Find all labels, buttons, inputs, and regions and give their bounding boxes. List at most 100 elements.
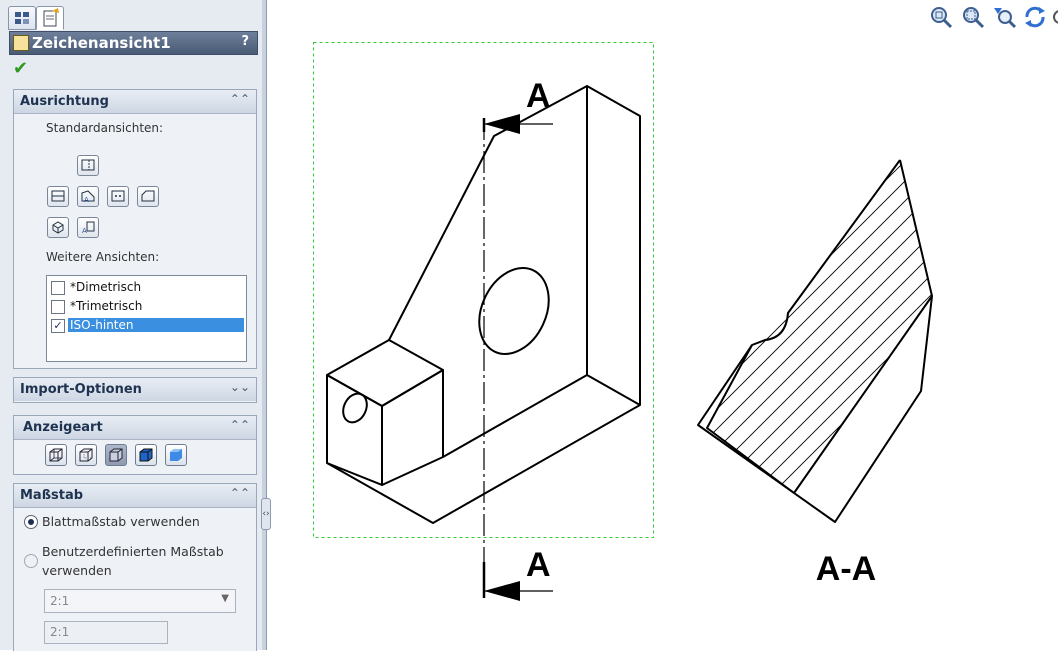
view-isometric-button[interactable] <box>47 217 69 238</box>
tab-property-manager[interactable] <box>36 6 64 30</box>
view-right-button[interactable] <box>107 186 129 207</box>
panel-collapse-handle[interactable]: ‹› <box>261 498 271 530</box>
panel-titlebar: Zeichenansicht1 ? <box>9 31 258 55</box>
chevron-down-icon: ▼ <box>221 593 229 604</box>
list-item[interactable]: *Dimetrisch <box>49 279 244 297</box>
panel-title: Zeichenansicht1 <box>32 34 171 52</box>
sheet-scale-label[interactable]: Blattmaßstab verwenden <box>42 514 200 529</box>
orientation-group: Ausrichtung ⌃⌃ Standardansichten: A A We… <box>13 89 257 369</box>
wireframe-button[interactable] <box>45 444 67 466</box>
svg-text:A: A <box>84 196 89 203</box>
list-item[interactable]: *Trimetrisch <box>49 298 244 316</box>
part-edge <box>586 374 641 406</box>
ok-button[interactable]: ✔ <box>13 58 29 79</box>
custom-scale-select[interactable]: 2:1 ▼ <box>44 589 236 613</box>
display-style-title: Anzeigeart <box>23 420 103 435</box>
custom-scale-label[interactable]: Benutzerdefinierten Maßstab <box>42 544 224 559</box>
hidden-lines-visible-button[interactable] <box>75 444 97 466</box>
scale-group: Maßstab ⌃⌃ Blattmaßstab verwenden Benutz… <box>13 483 257 651</box>
view-top-button[interactable]: A <box>77 186 99 207</box>
scale-group-header[interactable]: Maßstab ⌃⌃ <box>14 484 256 508</box>
section-view-label[interactable]: A-A <box>816 550 876 588</box>
drawing-view-boundary[interactable] <box>313 42 654 538</box>
orientation-group-header[interactable]: Ausrichtung ⌃⌃ <box>14 90 256 114</box>
collapse-chevron-icon[interactable]: ⌃⌃ <box>229 92 250 106</box>
section-view[interactable]: A-A <box>666 20 1026 640</box>
rotate-view-icon <box>1025 6 1045 28</box>
more-views-label: Weitere Ansichten: <box>46 250 160 264</box>
previous-view-icon <box>994 8 1017 29</box>
part-face <box>381 369 444 486</box>
drawing-sheet[interactable]: A A A-A <box>266 0 1058 650</box>
custom-scale-radio[interactable] <box>24 554 38 568</box>
right-view-icon <box>111 190 125 202</box>
small-hole <box>342 392 368 424</box>
isometric-part-view[interactable] <box>326 85 641 524</box>
section-arrow-bottom[interactable]: A <box>484 546 553 601</box>
drawing-view-icon <box>13 35 29 51</box>
part-outline <box>326 85 641 524</box>
list-item[interactable]: ✓ ISO-hinten <box>49 317 244 335</box>
help-button[interactable]: ? <box>241 34 249 49</box>
property-manager: Zeichenansicht1 ? ✔ Ausrichtung ⌃⌃ Stand… <box>0 0 263 651</box>
scale-group-title: Maßstab <box>20 488 84 503</box>
section-arrow-top[interactable]: A <box>484 77 553 134</box>
custom-scale-input-value: 2:1 <box>50 625 70 639</box>
shaded-with-edges-button[interactable] <box>135 444 157 466</box>
collapse-chevron-icon[interactable]: ⌃⌃ <box>229 418 250 432</box>
custom-scale-select-value: 2:1 <box>50 594 70 608</box>
large-hole <box>478 267 550 355</box>
shaded-button[interactable] <box>165 444 187 466</box>
view-back-button[interactable] <box>137 186 159 207</box>
custom-scale-label-line2[interactable]: verwenden <box>42 563 112 578</box>
import-options-group-header[interactable]: Import-Optionen ⌄⌄ <box>14 378 256 401</box>
more-views-list[interactable]: *Dimetrisch *Trimetrisch ✓ ISO-hinten <box>46 275 247 362</box>
section-label-bottom[interactable]: A <box>526 546 551 584</box>
orientation-group-title: Ausrichtung <box>20 94 109 109</box>
part-face <box>326 339 444 407</box>
hidden-lines-removed-button[interactable] <box>105 444 127 466</box>
part-edge <box>442 374 588 458</box>
section-label-top[interactable]: A <box>526 77 551 115</box>
tab-feature-manager[interactable] <box>8 6 36 30</box>
list-item-label: ISO-hinten <box>68 318 244 332</box>
svg-text:A: A <box>82 227 87 234</box>
view-bottom-button[interactable]: A <box>77 217 99 238</box>
shaded-with-edges-icon <box>139 448 153 462</box>
zoom-to-fit-button[interactable] <box>928 4 954 30</box>
front-view-icon <box>81 159 95 171</box>
rotate-view-button[interactable] <box>1022 4 1048 30</box>
view-left-button[interactable] <box>47 186 69 207</box>
hidden-lines-removed-icon <box>109 448 123 462</box>
collapse-chevron-icon[interactable]: ⌃⌃ <box>229 486 250 500</box>
shaded-icon <box>170 449 182 461</box>
checkbox[interactable] <box>51 300 65 314</box>
zoom-to-area-button[interactable] <box>960 4 986 30</box>
section-outline <box>697 159 933 523</box>
view-front-button[interactable] <box>77 155 99 176</box>
display-style-group: Anzeigeart ⌃⌃ <box>13 415 257 475</box>
zoom-to-area-icon <box>963 7 985 29</box>
expand-chevron-icon[interactable]: ⌄⌄ <box>229 380 250 394</box>
standard-views-label: Standardansichten: <box>46 121 164 135</box>
panel-divider[interactable] <box>262 0 267 650</box>
previous-view-button[interactable] <box>992 4 1018 30</box>
list-item-label: *Trimetrisch <box>70 299 143 313</box>
wireframe-icon <box>49 448 63 462</box>
feature-tree-icon <box>15 12 29 24</box>
display-style-group-header[interactable]: Anzeigeart ⌃⌃ <box>14 416 256 440</box>
zoom-to-fit-icon <box>931 7 953 29</box>
import-options-title: Import-Optionen <box>20 382 142 397</box>
bottom-view-icon: A <box>82 221 95 234</box>
isometric-view-icon <box>52 221 64 234</box>
list-item-label: *Dimetrisch <box>70 280 142 294</box>
custom-scale-input[interactable]: 2:1 <box>44 621 168 644</box>
panel-tabs <box>8 6 258 30</box>
top-view-icon: A <box>81 190 95 203</box>
checkbox[interactable] <box>51 281 65 295</box>
sheet-scale-radio[interactable] <box>24 515 38 529</box>
toolbar-overflow-icon[interactable] <box>1052 8 1058 26</box>
checkbox-checked[interactable]: ✓ <box>51 319 65 333</box>
section-hatch <box>707 160 932 493</box>
back-view-icon <box>141 190 155 202</box>
